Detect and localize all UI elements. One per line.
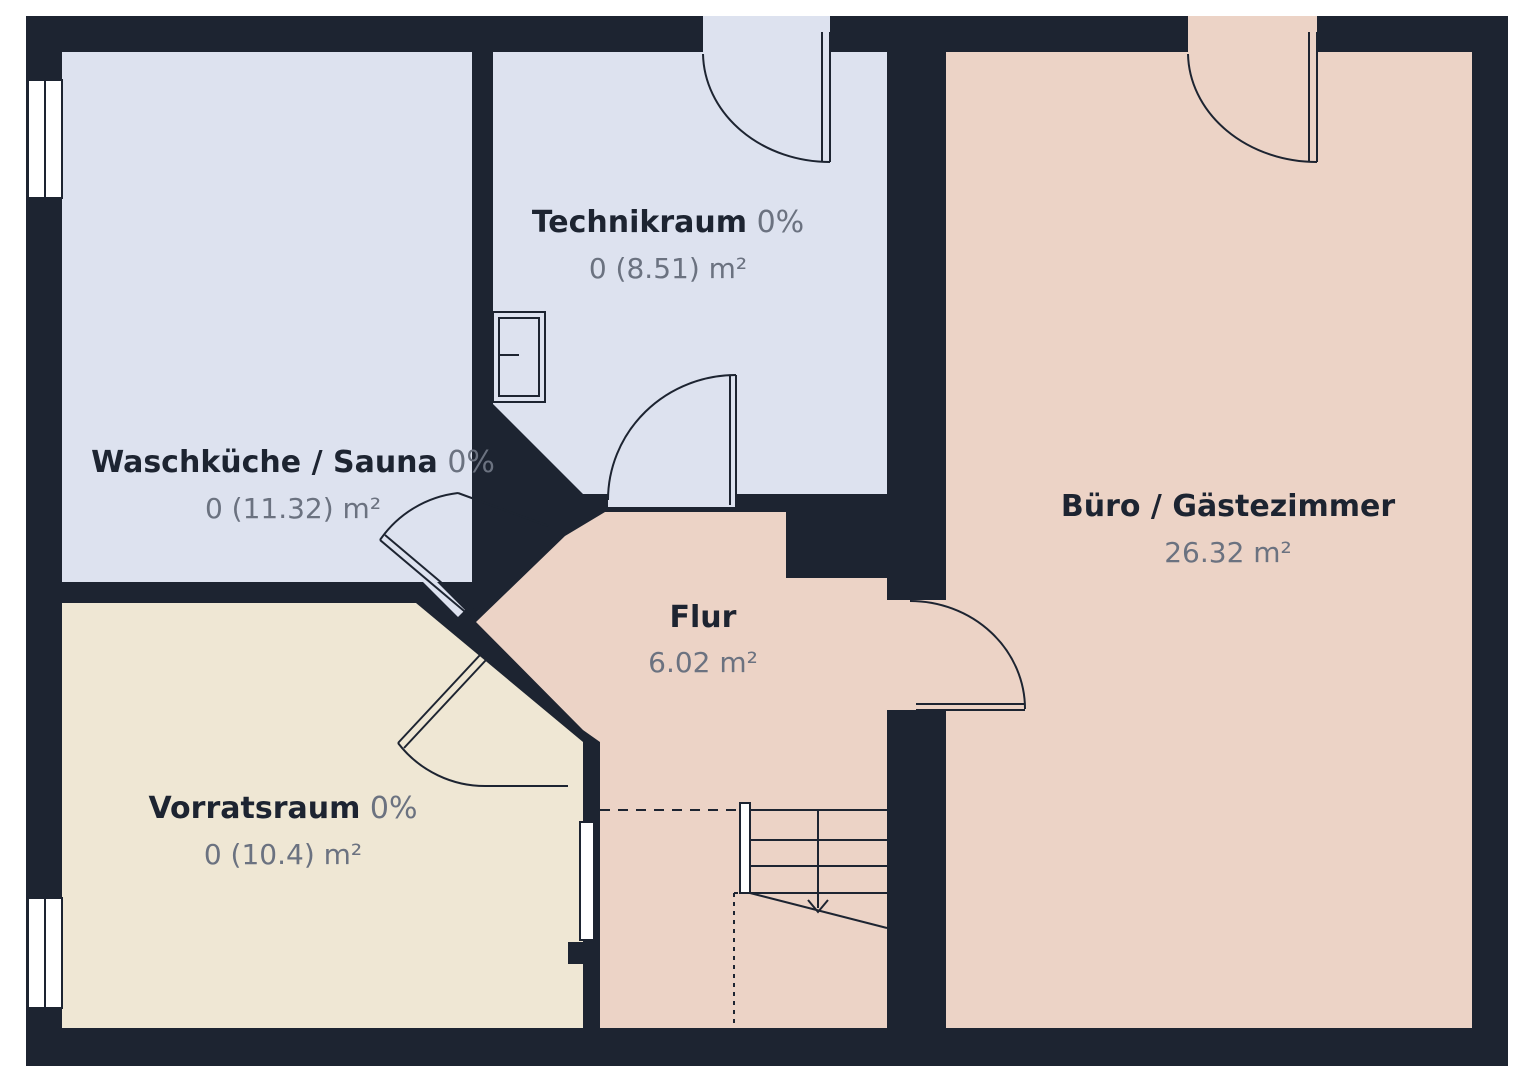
room-label-vorratsraum: Vorratsraum 0% xyxy=(148,791,417,826)
room-floor-buero xyxy=(946,52,1472,1028)
door-swing-waschkueche xyxy=(379,492,549,617)
room-percentage: 0% xyxy=(438,445,495,480)
room-area-technikraum: 0 (8.51) m² xyxy=(589,252,747,285)
window-left-bottom xyxy=(27,897,63,1009)
room-label-flur: Flur xyxy=(670,600,737,635)
door-swing-vorratsraum xyxy=(397,654,568,788)
room-area-vorratsraum: 0 (10.4) m² xyxy=(204,838,362,871)
room-floor-technikraum xyxy=(493,52,887,507)
door-opening-top-buero xyxy=(1188,16,1317,54)
door-opening-waschkueche xyxy=(381,533,465,617)
room-area-flur: 6.02 m² xyxy=(648,646,758,679)
room-label-waschkueche: Waschküche / Sauna 0% xyxy=(91,445,495,480)
room-label-technikraum: Technikraum 0% xyxy=(532,205,804,240)
wall-stub-vorratsraum xyxy=(568,942,600,964)
room-name: Waschküche / Sauna xyxy=(91,445,438,480)
room-percentage: 0% xyxy=(747,205,804,240)
room-name: Vorratsraum xyxy=(148,791,360,826)
door-opening-flur-buero xyxy=(885,600,948,710)
room-percentage: 0% xyxy=(360,791,417,826)
door-swing-technikraum-top xyxy=(702,32,831,163)
door-swing-technikraum-flur xyxy=(607,374,737,505)
room-floor-waschkueche xyxy=(62,52,472,582)
staircase xyxy=(600,802,888,1028)
room-name: Flur xyxy=(670,600,737,635)
room-label-buero: Büro / Gästezimmer xyxy=(1061,489,1395,524)
door-swing-buero-top xyxy=(1187,32,1318,163)
room-name: Büro / Gästezimmer xyxy=(1061,489,1395,524)
window-left-top xyxy=(27,79,63,199)
room-floor-vorratsraum xyxy=(62,603,583,1028)
door-swing-flur-buero xyxy=(909,600,1026,711)
room-area-waschkueche: 0 (11.32) m² xyxy=(205,492,381,525)
room-floor-flur xyxy=(476,512,887,1028)
fixture-technikraum xyxy=(492,311,546,403)
room-name: Technikraum xyxy=(532,205,747,240)
room-area-buero: 26.32 m² xyxy=(1164,536,1292,569)
sliding-panel-vorratsraum xyxy=(579,821,595,941)
door-opening-top-technikraum xyxy=(703,16,830,54)
